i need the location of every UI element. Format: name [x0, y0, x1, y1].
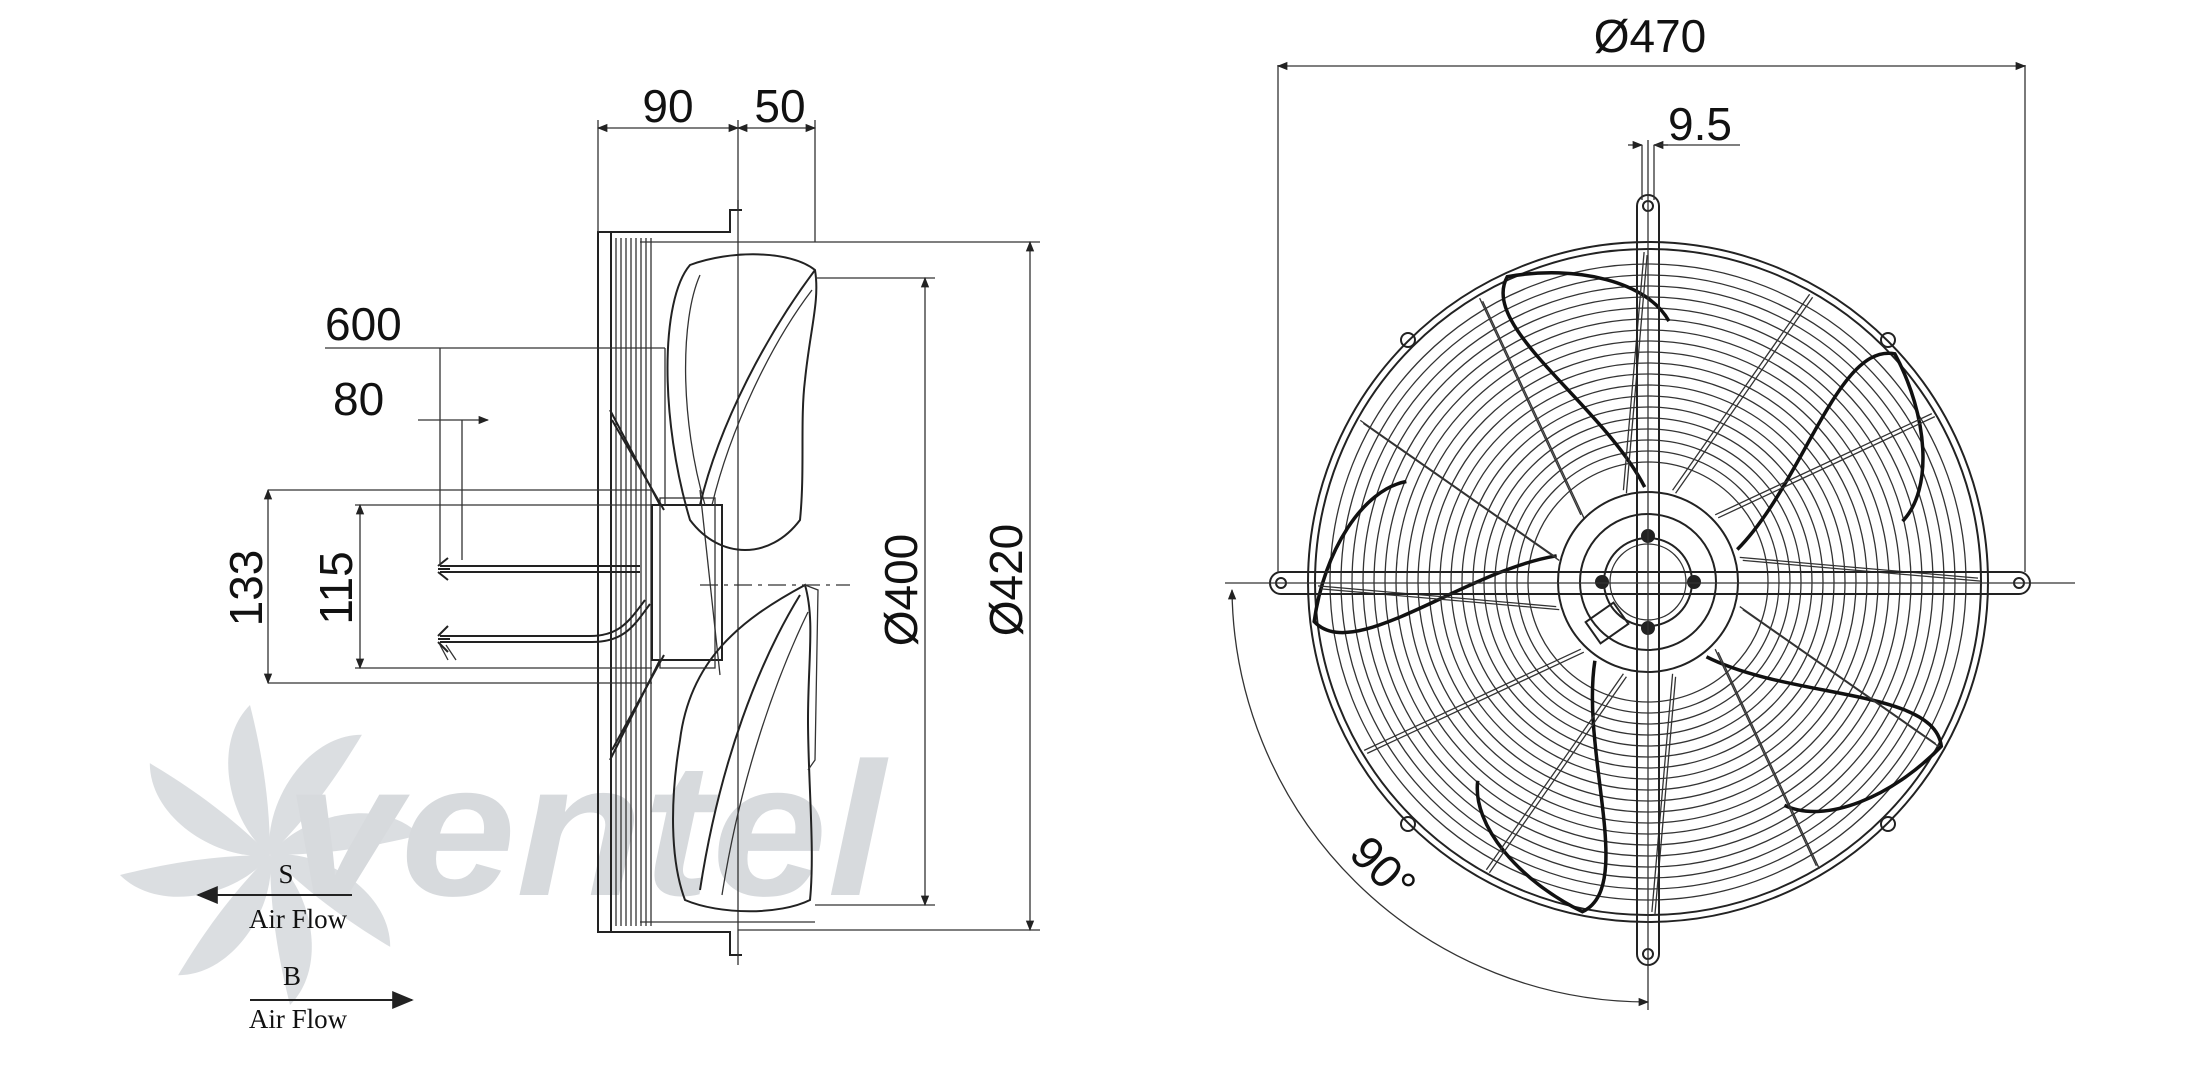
dim-cable-length: 600 [325, 298, 402, 350]
dim-guard-diameter: Ø420 [980, 524, 1032, 637]
dim-mount-outer: 133 [220, 550, 272, 627]
dim-mount-inner: 115 [310, 551, 362, 624]
watermark-text: ventel [285, 724, 890, 936]
cable-end-lower-icon [437, 625, 457, 661]
airflow-legend: S Air Flow B Air Flow [196, 859, 414, 1034]
dim-motor-width: 90 [642, 80, 693, 132]
side-view: 90 50 600 80 133 115 Ø400 Ø420 [220, 80, 1040, 965]
airflow-s-label: S [278, 859, 293, 889]
watermark-fan-icon [120, 705, 420, 1005]
dim-cable-strip: 80 [333, 373, 384, 425]
airflow-b-label: B [283, 961, 301, 991]
dim-outer-diameter: Ø470 [1594, 10, 1707, 62]
dim-blade-width: 50 [754, 80, 805, 132]
airflow-b-text: Air Flow [249, 1004, 348, 1034]
front-view: Ø470 9.5 90° [1225, 10, 2075, 1010]
dim-blade-diameter: Ø400 [875, 534, 927, 647]
airflow-s-text: Air Flow [249, 904, 348, 934]
watermark-logo: ventel [120, 705, 890, 1005]
guard-rings-side [615, 238, 652, 926]
dim-slot-width: 9.5 [1668, 98, 1732, 150]
dim-angle: 90° [1340, 826, 1426, 912]
